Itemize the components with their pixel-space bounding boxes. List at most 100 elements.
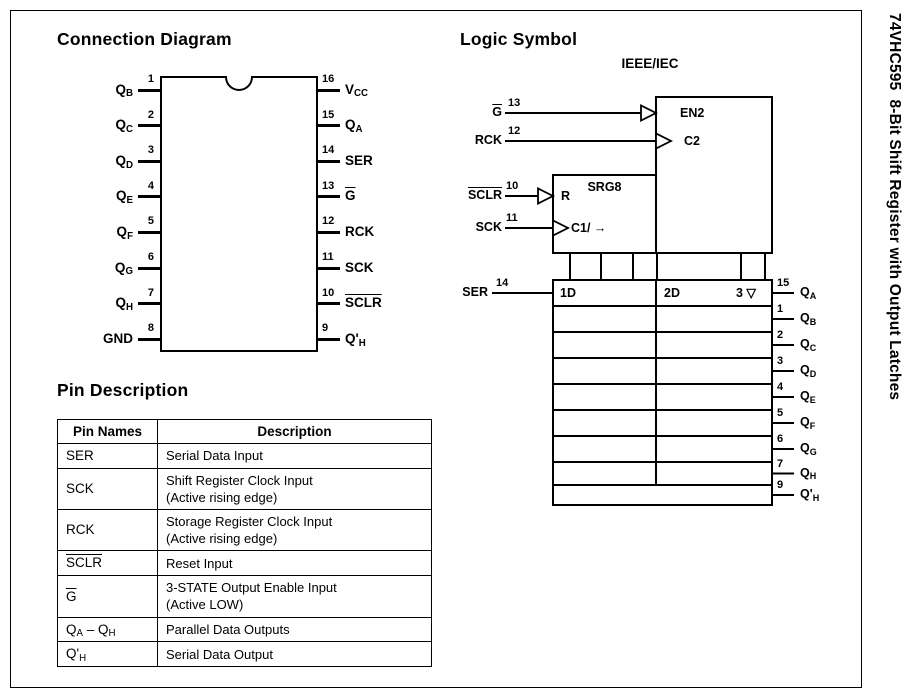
pin-description-cell: Shift Register Clock Input (Active risin… [157,467,432,511]
c2-label: C2 [684,134,700,148]
reset-label: R [561,189,571,203]
input-label-ser: SER [462,285,488,299]
input-pin-number-ser: 14 [496,277,509,289]
ic-pin-number: 10 [322,286,335,299]
logic-output-pin-number: 4 [777,381,784,393]
logic-output-label: QA [800,285,817,301]
logic-output-pin-number: 6 [777,433,784,445]
pin-name-cell: RCK [57,509,158,552]
logic-output-label: QE [800,389,816,405]
ic-pin-stub [318,337,340,341]
pin-names-header: Pin Names [57,419,158,444]
ic-pin-label: QF [116,223,133,242]
ic-pin-label: QE [116,188,133,207]
pin-description-cell: Serial Data Input [157,443,432,469]
pin-name-cell: SCLR [57,550,158,577]
logic-output-pin-number: 3 [777,355,784,367]
ic-pin-stub [138,159,160,163]
ic-pin-label: VCC [345,81,369,100]
ic-pin-stub [138,124,160,128]
pin-name-cell: G [57,575,158,618]
sidebar-title: 74VHC595 8-Bit Shift Register with Outpu… [886,13,903,401]
ic-pin-stub [138,266,160,270]
input-pin-number-sck: 11 [506,212,518,224]
ic-pin-stub [138,230,160,234]
ic-pin-label: QB [115,81,133,100]
logic-output-pin-number: 9 [777,479,784,491]
logic-output-label: QB [800,311,817,327]
ic-pin-stub [318,195,340,199]
ic-pin-stub [318,230,340,234]
ic-pin-stub [318,124,340,128]
en2-label: EN2 [680,106,705,120]
table-header-row: Pin Names Description [57,419,432,444]
input-label-sclr: SCLR [467,188,502,202]
ic-pin-label: RCK [345,223,375,239]
ic-pin-stub [318,266,340,270]
c1-label: C1/ → [571,221,607,235]
input-label-g: G [492,105,502,119]
ic-package-body [160,76,318,352]
pin-description-heading: Pin Description [57,380,189,400]
logic-output-pin-number: 2 [777,329,784,341]
ic-pin-number: 1 [147,73,154,85]
ic-pin-number: 16 [322,73,335,85]
logic-output-label: QF [800,415,816,431]
ic-pin-number: 4 [147,179,154,192]
input-pin-number-g: 13 [508,97,521,109]
logic-symbol-heading: Logic Symbol [460,29,578,49]
logic-output-label: QG [800,441,817,457]
three-state-label: 3 ▽ [736,286,757,300]
ic-pin-label: Q'H [345,330,366,349]
logic-output-label: QH [800,465,817,482]
ic-pin-label: QD [115,152,133,171]
ic-pin-stub [138,337,160,341]
d1-label: 1D [560,286,576,300]
ic-pin-number: 7 [147,286,154,299]
ic-pin-label: QC [115,117,133,135]
pin-name-cell: SER [57,443,158,469]
input-label-rck: RCK [474,133,502,147]
connection-diagram-heading: Connection Diagram [57,29,232,49]
description-header: Description [157,419,432,444]
srg8-label: SRG8 [587,180,622,194]
logic-output-pin-number: 1 [777,303,784,315]
input-pin-number-rck: 12 [508,125,521,137]
ic-pin-stub [318,88,340,92]
ic-pin-label: QA [345,117,363,135]
logic-output-label: QD [800,363,817,379]
logic-output-pin-number: 15 [777,277,790,289]
ic-pin-stub [318,159,340,163]
ic-pin-stub [138,88,160,92]
ic-pin-number: 3 [147,144,154,157]
logic-output-label: Q'H [800,487,820,503]
pin-description-cell: Storage Register Clock Input (Active ris… [157,509,432,552]
ic-pin-number: 5 [147,215,154,228]
ic-pin-label: GND [103,330,133,346]
ic-pin-label: QH [115,295,133,313]
ic-pin-stub [138,302,160,306]
page-border [10,10,862,688]
pin-description-cell: Reset Input [157,550,432,577]
input-pin-number-sclr: 10 [506,180,519,192]
ic-pin-number: 13 [322,179,335,192]
pin-description-cell: Serial Data Output [157,641,432,668]
logic-output-label: QC [800,337,817,353]
ic-pin-label: QG [114,259,133,278]
ic-pin-number: 9 [322,322,329,335]
ic-pin-stub [318,302,340,306]
logic-output-pin-number: 5 [777,407,784,419]
pin-name-cell: QA – QH [57,616,158,643]
input-label-sck: SCK [475,220,502,234]
ic-pin-label: SCK [345,259,374,275]
ic-pin-number: 6 [147,251,154,263]
pin-description-cell: 3-STATE Output Enable Input (Active LOW) [157,575,432,618]
